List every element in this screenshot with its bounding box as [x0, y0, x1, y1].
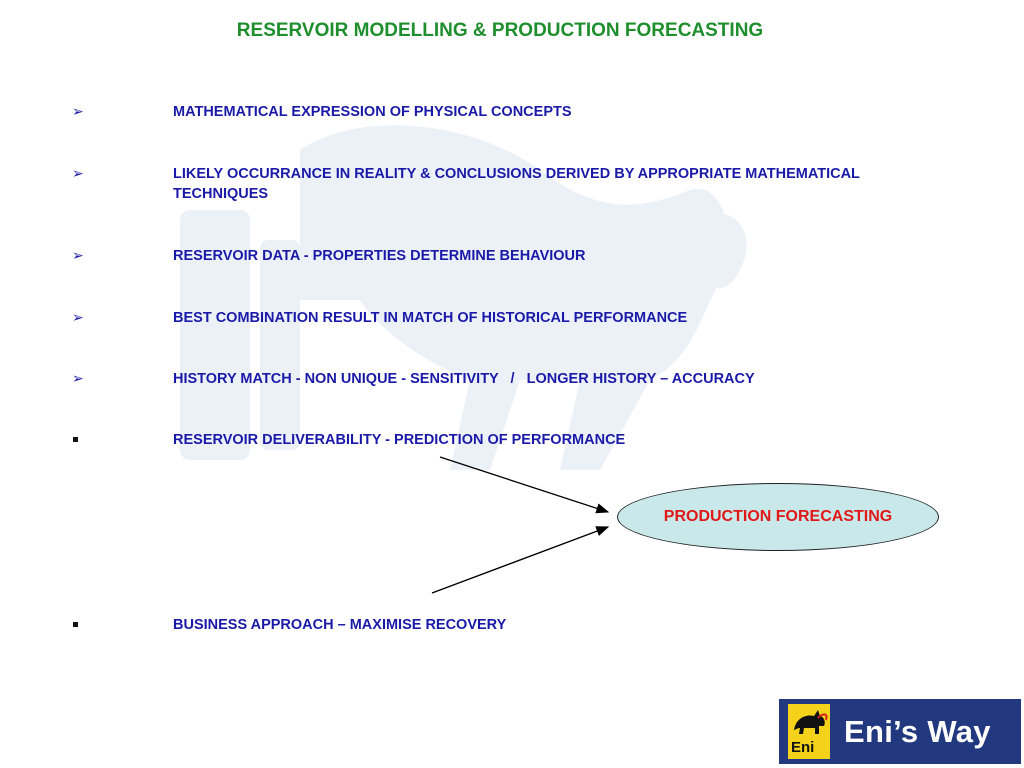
bullet-text: LIKELY OCCURRANCE IN REALITY & CONCLUSIO…: [173, 166, 860, 202]
arrow-bullet-icon: ➢: [72, 370, 84, 386]
square-bullet-icon: [73, 437, 78, 442]
enis-way-logo: Eni Eni’s Way: [779, 699, 1021, 764]
arrow-bullet-icon: ➢: [72, 309, 84, 325]
arrow-lower: [431, 526, 610, 594]
bullet-text: MATHEMATICAL EXPRESSION OF PHYSICAL CONC…: [173, 104, 572, 120]
arrow-bullet-icon: ➢: [72, 103, 84, 119]
arrow-bullet-icon: ➢: [72, 165, 84, 181]
bullet-text: BEST COMBINATION RESULT IN MATCH OF HIST…: [173, 310, 688, 326]
eni-badge-text: Eni: [791, 739, 815, 756]
arrow-upper: [439, 456, 610, 514]
page-title: RESERVOIR MODELLING & PRODUCTION FORECAS…: [236, 20, 764, 41]
bullet-text: HISTORY MATCH - NON UNIQUE - SENSITIVITY…: [173, 371, 755, 387]
arrow-bullet-icon: ➢: [72, 247, 84, 263]
logo-text: Eni’s Way: [844, 713, 991, 749]
square-bullet-icon: [73, 622, 78, 627]
bullet-text: RESERVOIR DATA - PROPERTIES DETERMINE BE…: [173, 248, 586, 264]
eni-dog-logo-icon: Eni: [788, 704, 830, 759]
bullet-text: RESERVOIR DELIVERABILITY - PREDICTION OF…: [173, 432, 626, 448]
production-forecasting-callout: PRODUCTION FORECASTING: [617, 483, 939, 551]
bullet-text: BUSINESS APPROACH – MAXIMISE RECOVERY: [173, 617, 507, 633]
callout-label: PRODUCTION FORECASTING: [663, 508, 893, 525]
